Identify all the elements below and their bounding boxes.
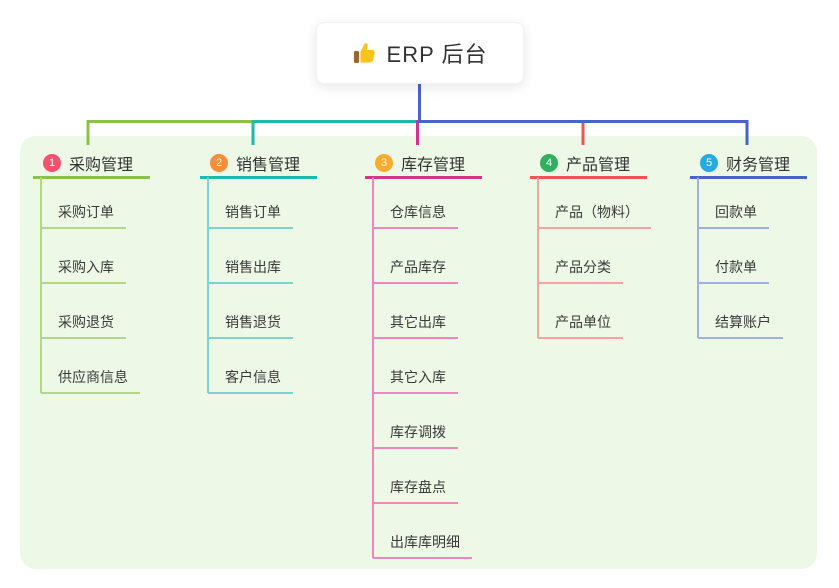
child-node[interactable]: 产品（物料） bbox=[555, 204, 639, 220]
child-node[interactable]: 销售退货 bbox=[225, 314, 281, 330]
branch-label: 销售管理 bbox=[236, 157, 301, 174]
root-node[interactable]: ERP 后台 bbox=[316, 22, 524, 84]
branch-node-4[interactable]: 4 产品管理 bbox=[540, 151, 630, 175]
child-node[interactable]: 库存调拨 bbox=[390, 424, 446, 440]
branch-node-5[interactable]: 5 财务管理 bbox=[700, 151, 790, 175]
branch-label: 采购管理 bbox=[69, 157, 134, 174]
branch-node-3[interactable]: 3 库存管理 bbox=[375, 151, 465, 175]
branch-number-badge: 5 bbox=[700, 154, 718, 172]
branch-number-badge: 3 bbox=[375, 154, 393, 172]
child-node[interactable]: 产品单位 bbox=[555, 314, 611, 330]
branch-node-2[interactable]: 2 销售管理 bbox=[210, 151, 300, 175]
child-node[interactable]: 采购订单 bbox=[58, 204, 114, 220]
child-node[interactable]: 仓库信息 bbox=[390, 204, 446, 220]
branch-label: 财务管理 bbox=[726, 157, 791, 174]
child-node[interactable]: 库存盘点 bbox=[390, 479, 446, 495]
branch-label: 库存管理 bbox=[401, 157, 466, 174]
branches-panel bbox=[20, 136, 817, 569]
child-node[interactable]: 付款单 bbox=[715, 259, 757, 275]
root-title: ERP 后台 bbox=[386, 42, 488, 67]
branch-node-1[interactable]: 1 采购管理 bbox=[43, 151, 133, 175]
child-node[interactable]: 采购退货 bbox=[58, 314, 114, 330]
child-node[interactable]: 其它出库 bbox=[390, 314, 446, 330]
child-node[interactable]: 产品库存 bbox=[390, 259, 446, 275]
child-node[interactable]: 回款单 bbox=[715, 204, 757, 220]
child-node[interactable]: 出库库明细 bbox=[390, 534, 460, 550]
branch-number-badge: 1 bbox=[43, 154, 61, 172]
branch-label: 产品管理 bbox=[566, 157, 631, 174]
branch-number-badge: 4 bbox=[540, 154, 558, 172]
child-node[interactable]: 结算账户 bbox=[715, 314, 771, 330]
branch-number-badge: 2 bbox=[210, 154, 228, 172]
child-node[interactable]: 其它入库 bbox=[390, 369, 446, 385]
child-node[interactable]: 销售订单 bbox=[225, 204, 281, 220]
child-node[interactable]: 客户信息 bbox=[225, 369, 281, 385]
child-node[interactable]: 销售出库 bbox=[225, 259, 281, 275]
thumbs-up-icon bbox=[353, 41, 377, 65]
child-node[interactable]: 采购入库 bbox=[58, 259, 114, 275]
child-node[interactable]: 供应商信息 bbox=[58, 369, 128, 385]
child-node[interactable]: 产品分类 bbox=[555, 259, 611, 275]
